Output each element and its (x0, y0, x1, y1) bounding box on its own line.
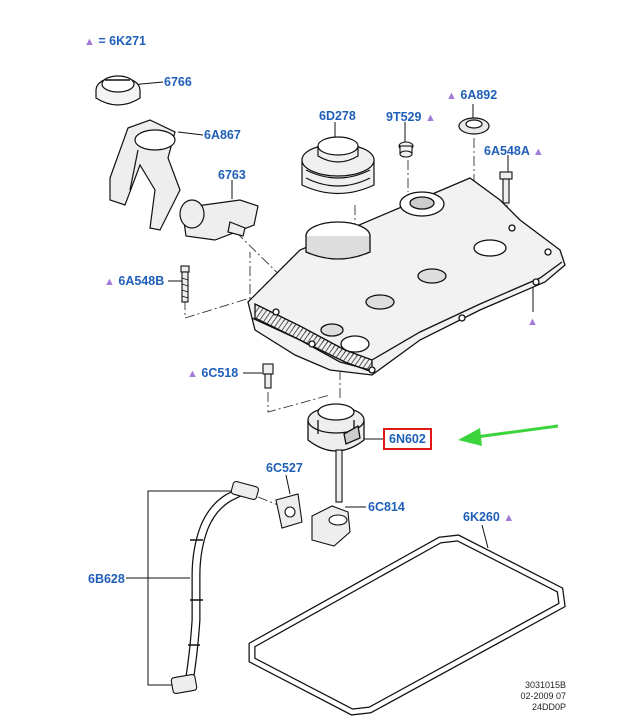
part-label-6B628[interactable]: 6B628 (88, 572, 125, 586)
breather-assembly (179, 199, 259, 241)
part-label-6K260-text: 6K260 (463, 510, 500, 524)
part-label-6N602[interactable]: 6N602 (383, 428, 432, 450)
marker-triangle-icon: ▲ (104, 276, 115, 288)
reference-code: 3031015B (524, 680, 566, 690)
oil-filler-cap (95, 75, 141, 106)
valve-cover (247, 177, 566, 376)
filler-neck (109, 119, 181, 231)
marker-triangle-icon: ▲ (424, 112, 436, 124)
part-label-6C814[interactable]: 6C814 (368, 500, 405, 514)
valve-cover-gasket (248, 534, 566, 716)
bolt-6A548A-top (499, 171, 513, 204)
part-label-6A548B[interactable]: ▲ 6A548B (104, 274, 164, 289)
part-label-6C527[interactable]: 6C527 (266, 461, 303, 475)
seal-6A892 (458, 117, 490, 135)
reference-date: 02-2009 07 (520, 691, 566, 701)
part-label-6A892-text: 6A892 (460, 88, 498, 102)
part-label-6A548A[interactable]: 6A548A ▲ (484, 144, 544, 159)
part-label-6C518[interactable]: ▲ 6C518 (187, 366, 238, 381)
legend: ▲ = 6K271 (84, 34, 146, 49)
legend-text: = 6K271 (98, 34, 146, 48)
oil-filter-cap (301, 136, 375, 194)
marker-triangle-icon: ▲ (446, 90, 457, 102)
part-label-6D278[interactable]: 6D278 (319, 109, 356, 123)
marker-triangle-icon: ▲ (532, 146, 544, 158)
pressure-sensor (311, 449, 351, 547)
part-label-6766[interactable]: 6766 (164, 75, 192, 89)
marker-triangle-icon: ▲ (187, 368, 198, 380)
marker-triangle-icon: ▲ (503, 512, 515, 524)
part-label-6A548B-text: 6A548B (118, 274, 165, 288)
marker-6K271-cover: ▲ (527, 314, 538, 329)
breather-hose (170, 480, 259, 695)
bracket-6C527 (275, 493, 303, 529)
part-label-6K260[interactable]: 6K260 ▲ (463, 510, 514, 525)
reference-engine-code: 24DD0P (531, 702, 566, 712)
grommet-9T529 (398, 141, 414, 158)
part-label-6A548A-text: 6A548A (484, 144, 530, 158)
oil-separator (307, 403, 365, 452)
bolt-6A548B (180, 265, 190, 303)
stud-6C518 (262, 363, 274, 389)
marker-triangle-icon: ▲ (527, 316, 538, 328)
part-label-6A867[interactable]: 6A867 (204, 128, 241, 142)
legend-marker-icon: ▲ (84, 36, 95, 48)
highlight-arrow (458, 424, 559, 446)
part-label-6A892[interactable]: ▲ 6A892 (446, 88, 497, 103)
diagram-reference: 3031015B 02-2009 07 24DD0P (520, 680, 566, 713)
part-label-6C518-text: 6C518 (201, 366, 239, 380)
part-label-9T529[interactable]: 9T529 ▲ (386, 110, 436, 125)
part-label-9T529-text: 9T529 (386, 110, 422, 124)
part-label-6763[interactable]: 6763 (218, 168, 246, 182)
